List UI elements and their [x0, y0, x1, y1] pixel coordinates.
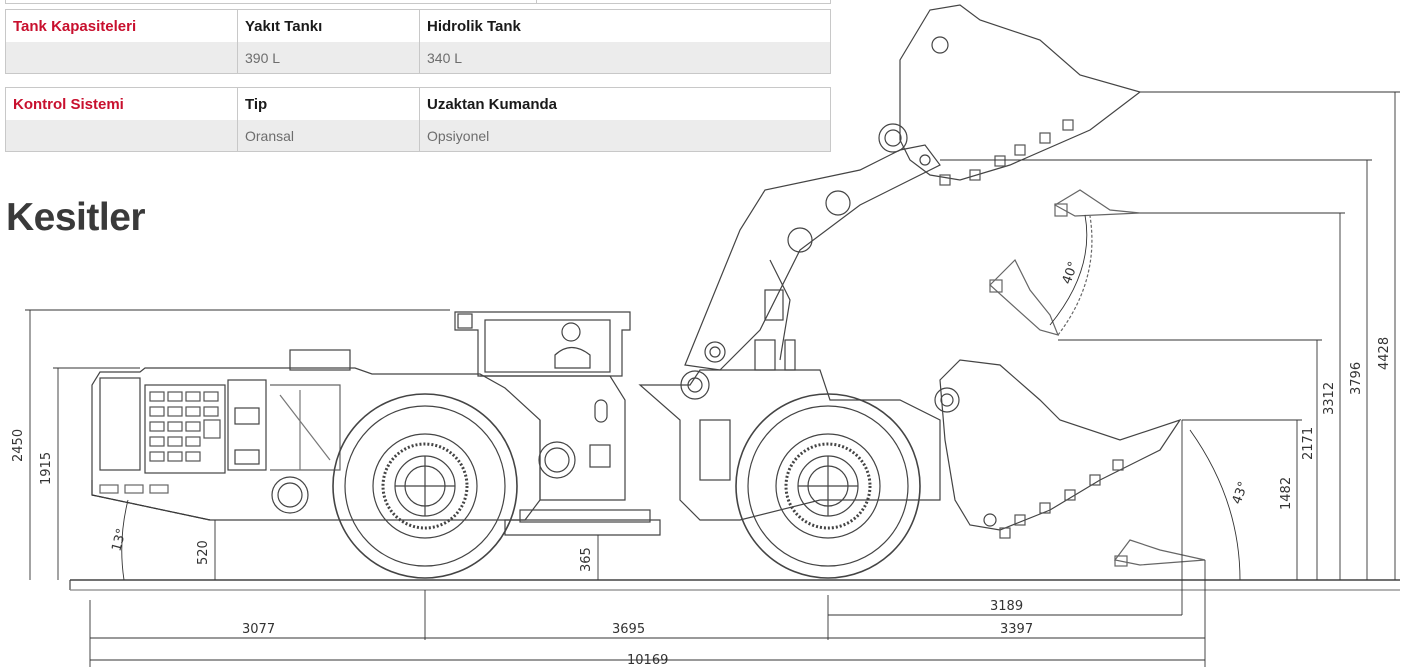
tank-capacity-table: Tank Kapasiteleri Yakıt Tankı Hidrolik T…: [5, 9, 831, 74]
empty-cell: [6, 42, 238, 73]
table-title: Kontrol Sistemi: [6, 88, 238, 120]
rear-wheel: [332, 393, 518, 579]
loader-center-frame: [480, 375, 661, 536]
dim-reach: 3189: [990, 599, 1023, 614]
dim-lift-height: 3312: [1322, 382, 1337, 415]
dim-bucket-pin-height: 3796: [1349, 362, 1364, 395]
dim-height-total: 2450: [11, 429, 26, 462]
dim-rear-angle: 13°: [109, 527, 129, 553]
dim-ground-clearance-rear: 520: [196, 540, 211, 565]
bucket-raised: [878, 4, 1142, 186]
front-wheel: [735, 393, 921, 579]
table-header-row: Kontrol Sistemi Tip Uzaktan Kumanda: [6, 88, 830, 120]
section-title: Kesitler: [6, 196, 146, 239]
table-cell: 390 L: [238, 42, 420, 73]
column-header: Tip: [238, 88, 420, 120]
table-header-row: Tank Kapasiteleri Yakıt Tankı Hidrolik T…: [6, 10, 830, 42]
dim-ground-clearance-mid: 365: [579, 547, 594, 572]
table-value-row: Oransal Opsiyonel: [6, 120, 830, 151]
dimension-labels: 2450 1915 520 365 13° 3077 3695 3189 339…: [11, 260, 1392, 667]
loader-rear-body: [91, 349, 541, 521]
loader-front-frame: [638, 339, 941, 521]
previous-table-edge: [5, 0, 831, 4]
table-title: Tank Kapasiteleri: [6, 10, 238, 42]
dim-dump-reach-height: 1482: [1279, 477, 1294, 510]
bucket-lowered: [934, 359, 1206, 567]
table-cell: 340 L: [427, 49, 463, 66]
dim-dump-clearance: 2171: [1301, 427, 1316, 460]
dimension-lines: [25, 91, 1400, 667]
dim-length-front: 3397: [1000, 622, 1033, 637]
dim-wheelbase: 3695: [612, 622, 645, 637]
column-header: Yakıt Tankı: [238, 10, 420, 42]
dim-length-overall: 10169: [627, 653, 668, 667]
dim-length-rear: 3077: [242, 622, 275, 637]
table-value-row: 390 L 340 L: [6, 42, 830, 73]
table-cell: Opsiyonel: [427, 127, 490, 144]
control-system-table: Kontrol Sistemi Tip Uzaktan Kumanda Oran…: [5, 87, 831, 152]
dim-dump-angle: 40°: [1060, 260, 1082, 287]
lift-arm-raised: [684, 144, 941, 371]
column-header: Hidrolik Tank: [427, 17, 521, 35]
dim-dump-height-high: 4428: [1377, 337, 1392, 370]
column-header: Uzaktan Kumanda: [427, 95, 558, 113]
empty-cell: [6, 120, 238, 151]
table-cell: Oransal: [238, 120, 420, 151]
bucket-intermediate: [989, 189, 1141, 336]
dim-rollback-angle: 43°: [1230, 480, 1252, 507]
dim-height-cab: 1915: [39, 452, 54, 485]
loader-cab: [454, 311, 631, 377]
ground-line: [69, 579, 1400, 591]
